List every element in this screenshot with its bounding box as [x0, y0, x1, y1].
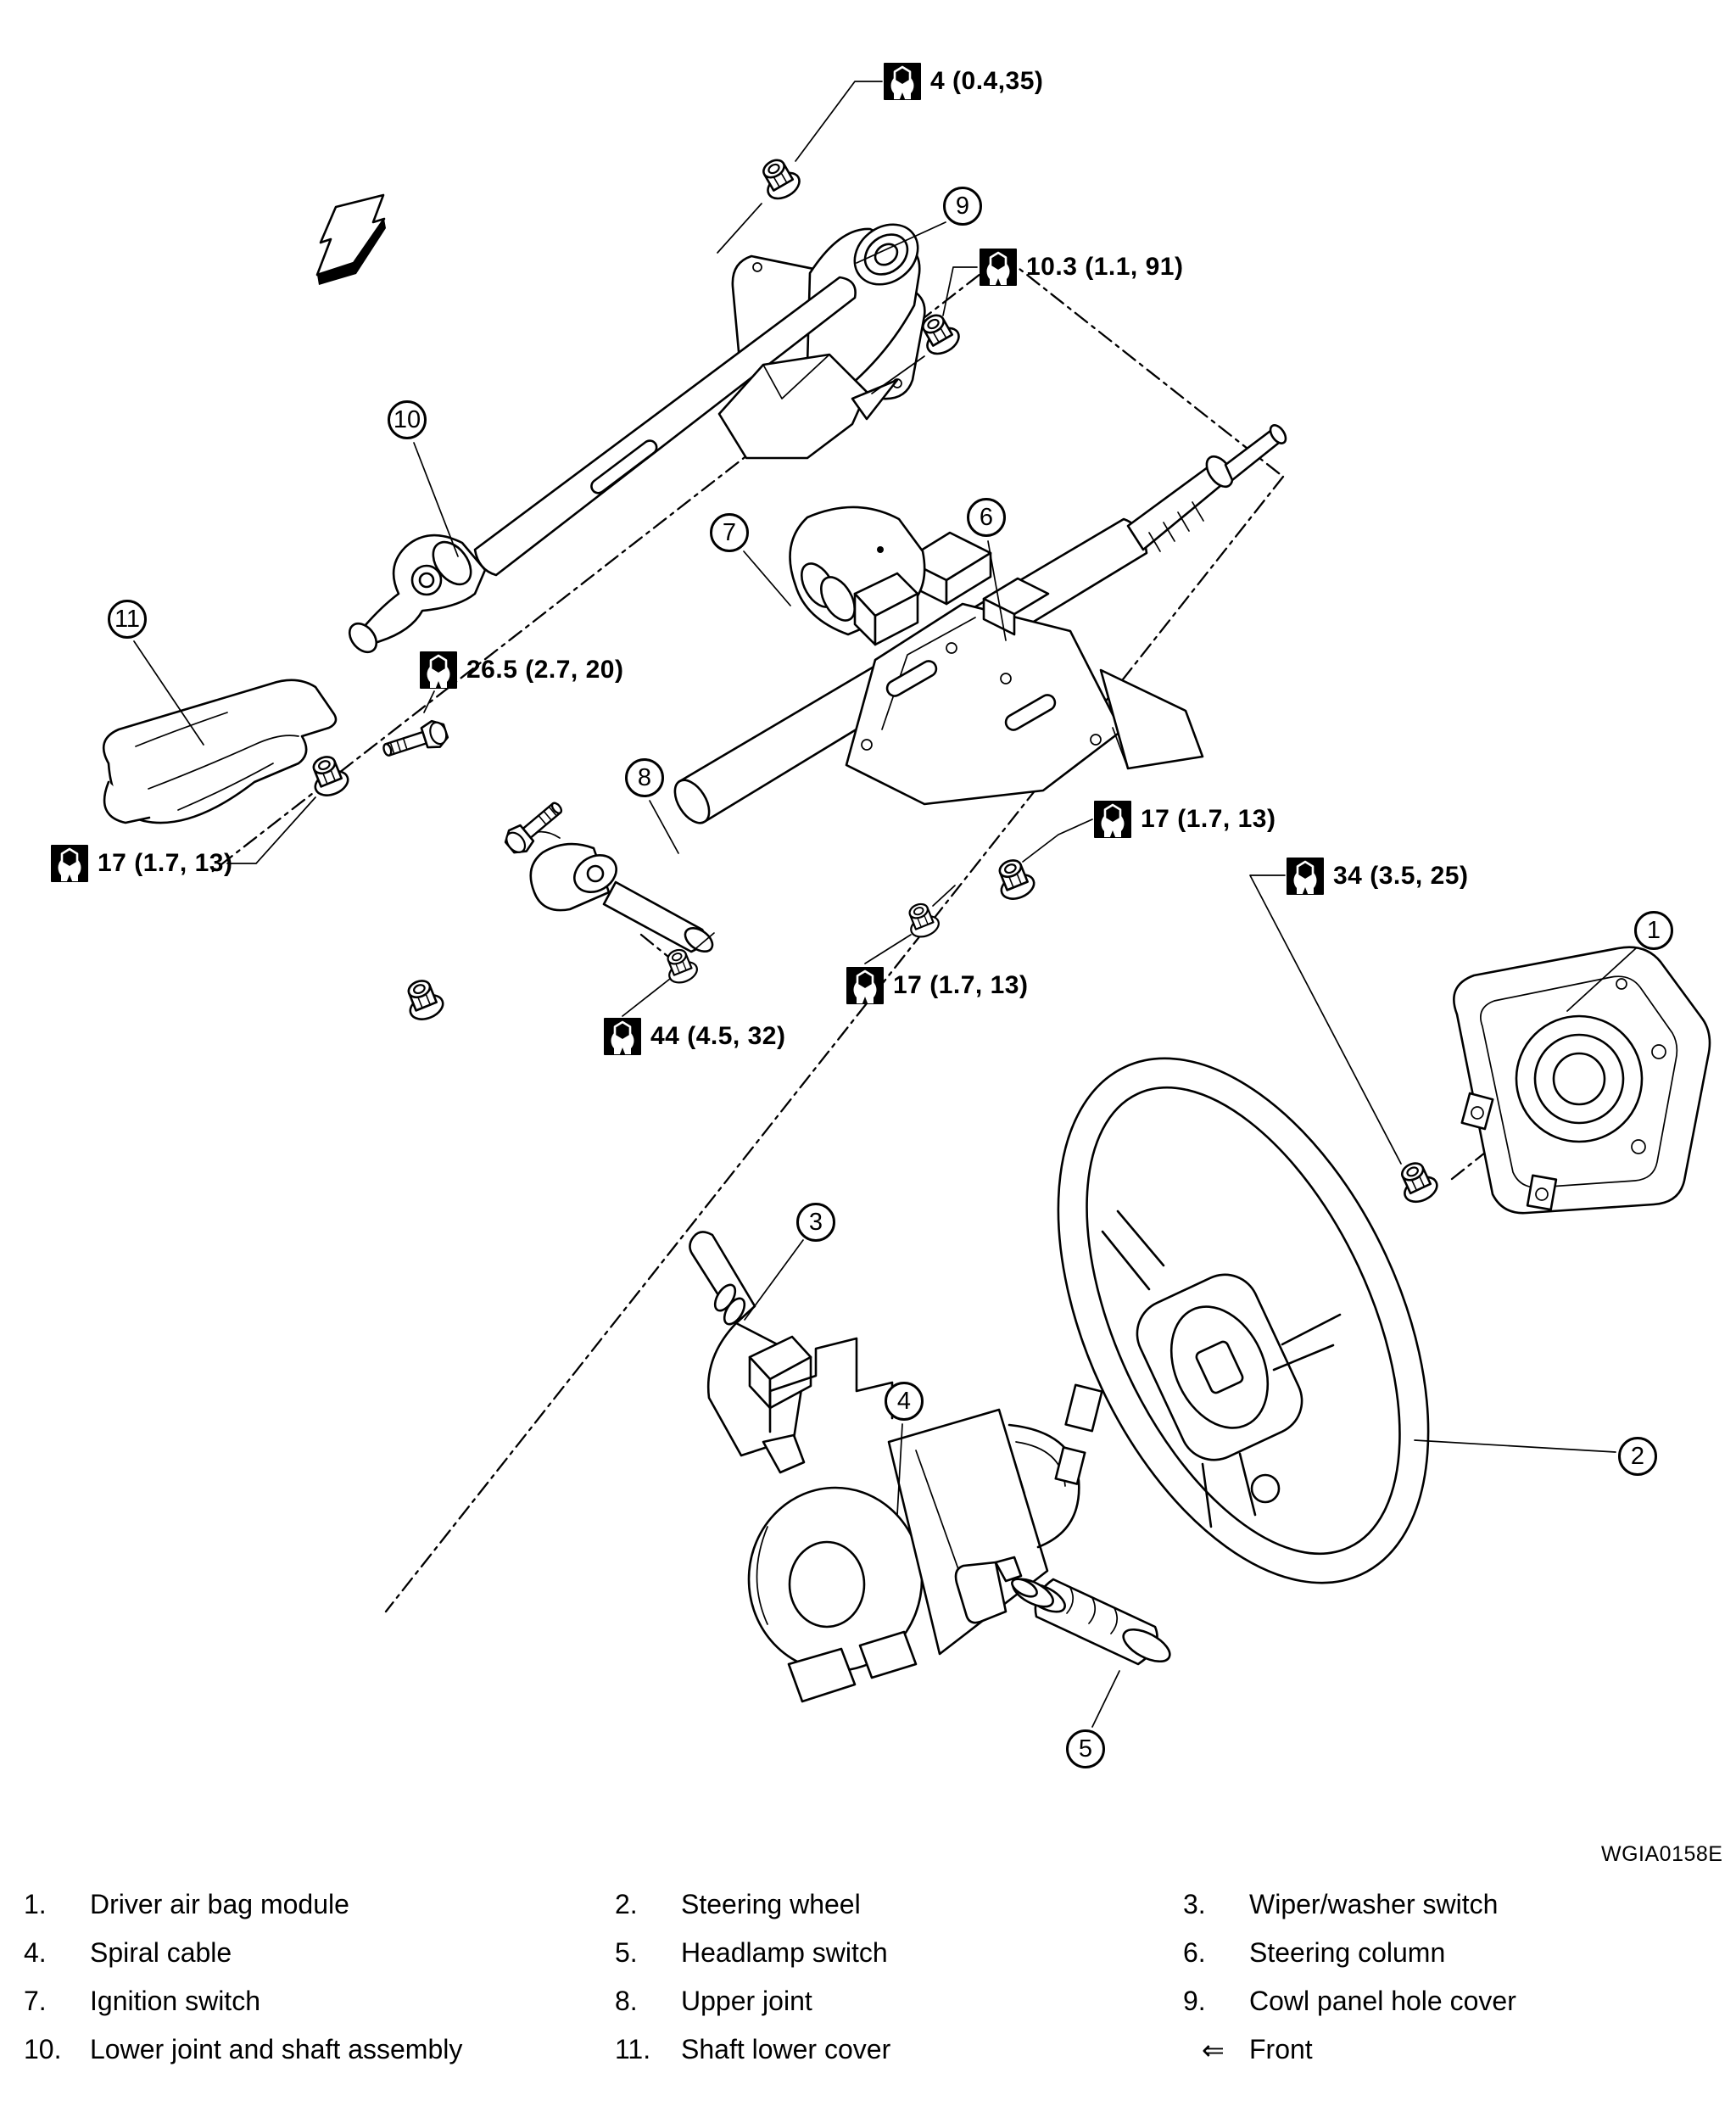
- legend-item-7: 7.Ignition switch: [24, 1986, 260, 2016]
- torque-spec-1: 4 (0.4,35): [883, 62, 1044, 102]
- figure-code: WGIA0158E: [1601, 1842, 1723, 1866]
- callout-3: 3: [796, 1203, 835, 1242]
- torque-value: 26.5 (2.7, 20): [466, 656, 624, 684]
- legend-item-11: 11.Shaft lower cover: [615, 2034, 891, 2064]
- part-driver-air-bag-module: [1453, 946, 1711, 1215]
- wrench-nut-icon: [883, 62, 922, 102]
- callout-9: 9: [943, 187, 982, 226]
- torque-value: 17 (1.7, 13): [98, 849, 233, 877]
- torque-value: 4 (0.4,35): [930, 67, 1044, 95]
- legend-item-4: 4.Spiral cable: [24, 1937, 232, 1968]
- part-ignition-switch: [717, 353, 926, 646]
- legend-item-10: 10.Lower joint and shaft assembly: [24, 2034, 463, 2064]
- torque-spec-6: 17 (1.7, 13): [846, 966, 1029, 1006]
- part-wiper-washer-switch: [689, 1231, 812, 1474]
- torque-spec-8: 34 (3.5, 25): [1286, 857, 1469, 897]
- legend-item-8: 8.Upper joint: [615, 1986, 812, 2016]
- torque-spec-7: 44 (4.5, 32): [603, 1017, 786, 1057]
- callout-1: 1: [1634, 911, 1673, 950]
- part-lower-joint-shaft-assembly: [348, 276, 857, 654]
- torque-spec-3: 26.5 (2.7, 20): [419, 651, 624, 690]
- torque-spec-5: 17 (1.7, 13): [1093, 800, 1276, 840]
- legend-item-2: 2.Steering wheel: [615, 1889, 861, 1919]
- wrench-nut-icon: [846, 966, 885, 1006]
- wrench-nut-icon: [603, 1017, 642, 1057]
- torque-spec-4: 17 (1.7, 13): [50, 844, 233, 884]
- part-shaft-lower-cover: [102, 679, 338, 824]
- wrench-nut-icon: [1286, 857, 1325, 897]
- legend-item-9: 9.Cowl panel hole cover: [1183, 1986, 1516, 2016]
- callout-4: 4: [885, 1382, 924, 1421]
- wrench-nut-icon: [1093, 800, 1132, 840]
- legend-item-6: 6.Steering column: [1183, 1937, 1446, 1968]
- torque-value: 17 (1.7, 13): [1141, 805, 1276, 833]
- callout-11: 11: [108, 600, 147, 639]
- part-steering-wheel: [1057, 1057, 1430, 1584]
- legend-item-1: 1.Driver air bag module: [24, 1889, 349, 1919]
- callout-8: 8: [625, 758, 664, 797]
- part-upper-joint: [527, 830, 714, 953]
- callout-7: 7: [710, 513, 749, 552]
- part-spiral-cable: [747, 1337, 1103, 1703]
- legend-item-front: ⇐Front: [1183, 2025, 1713, 2074]
- legend-item-5: 5.Headlamp switch: [615, 1937, 888, 1968]
- wrench-nut-icon: [50, 844, 89, 884]
- front-arrow-glyph: ⇐: [1202, 2034, 1225, 2065]
- torque-value: 34 (3.5, 25): [1333, 862, 1469, 890]
- leader-lines: [133, 81, 1637, 1728]
- callout-6: 6: [967, 498, 1006, 537]
- torque-value: 10.3 (1.1, 91): [1026, 253, 1184, 281]
- torque-value: 17 (1.7, 13): [893, 971, 1029, 999]
- front-direction-arrow-icon: [315, 193, 386, 285]
- wrench-nut-icon: [419, 651, 458, 690]
- torque-spec-2: 10.3 (1.1, 91): [979, 248, 1184, 288]
- part-headlamp-switch: [954, 1556, 1171, 1666]
- callout-5: 5: [1066, 1729, 1105, 1768]
- callout-2: 2: [1618, 1437, 1657, 1476]
- legend-item-3: 3.Wiper/washer switch: [1183, 1889, 1499, 1919]
- wrench-nut-icon: [979, 248, 1018, 288]
- part-steering-column: [673, 424, 1287, 824]
- torque-value: 44 (4.5, 32): [650, 1022, 786, 1050]
- legend: 1.Driver air bag module 2.Steering wheel…: [24, 1880, 1713, 2074]
- callout-10: 10: [388, 400, 427, 439]
